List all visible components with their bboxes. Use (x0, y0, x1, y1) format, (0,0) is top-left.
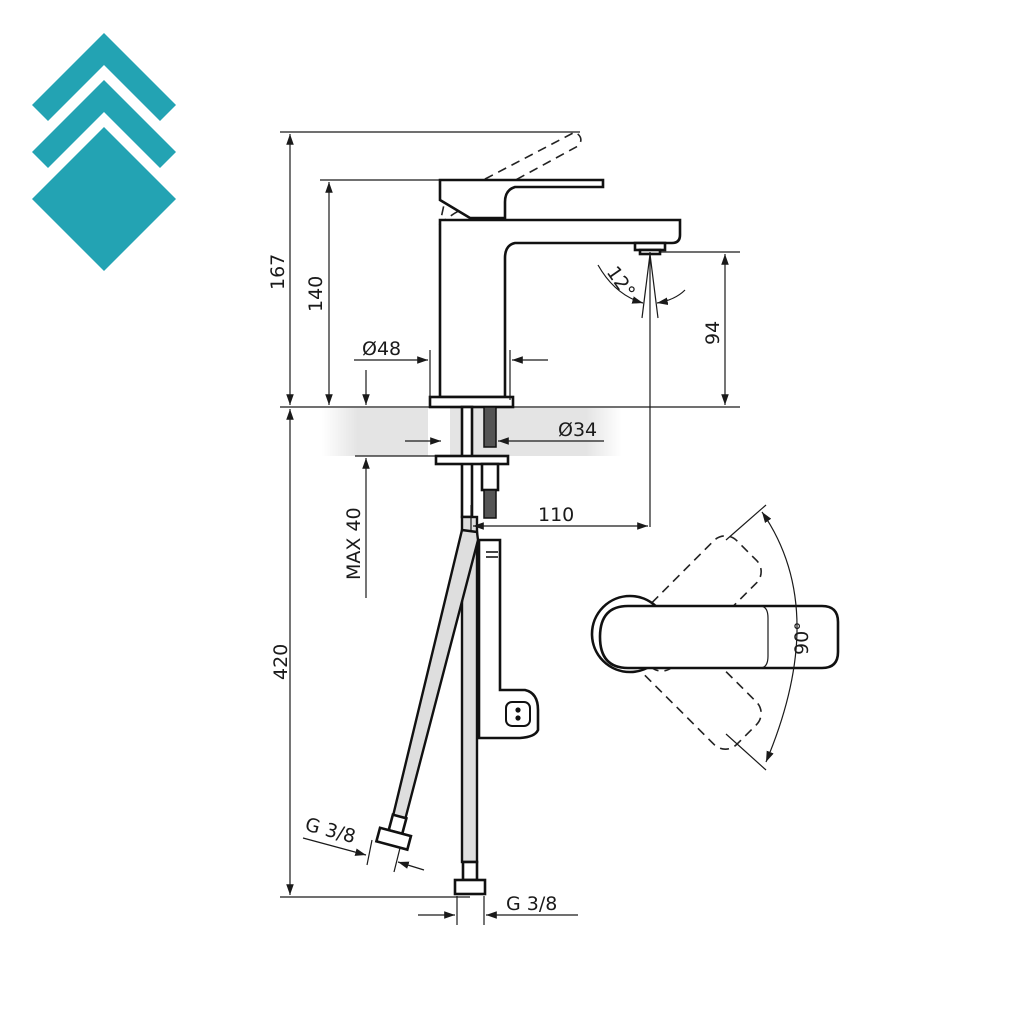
svg-text:G 3/8: G 3/8 (303, 814, 358, 849)
svg-text:420: 420 (270, 644, 292, 680)
handle-top-view: 90° (590, 504, 840, 771)
dimension-body-height: 140 (305, 182, 333, 405)
dimension-base-diameter: Ø48 (354, 338, 548, 400)
supply-hoses (374, 515, 540, 896)
flow-angle-label: 12° (602, 262, 639, 302)
dimension-hose-thread-right: G 3/8 (418, 893, 578, 925)
dimension-max-countertop: MAX 40 (343, 370, 370, 598)
flow-angle-indicator: 12° (597, 252, 686, 527)
brand-logo-icon (32, 33, 176, 271)
svg-text:110: 110 (538, 504, 574, 526)
dimension-spout-height: 94 (702, 254, 729, 405)
svg-text:Ø48: Ø48 (362, 338, 401, 360)
dimension-spout-reach: 110 (470, 504, 648, 530)
dimension-total-height: 167 (267, 134, 294, 405)
svg-text:G 3/8: G 3/8 (506, 893, 557, 915)
svg-text:Ø34: Ø34 (558, 419, 597, 441)
dimension-hose-length: 420 (270, 409, 294, 895)
svg-text:167: 167 (267, 254, 289, 290)
svg-text:90°: 90° (791, 621, 813, 655)
svg-text:140: 140 (305, 276, 327, 312)
faucet-body (428, 131, 682, 409)
mounting-assembly (434, 405, 510, 519)
dimension-hole-diameter: Ø34 (405, 419, 604, 445)
svg-text:94: 94 (702, 321, 724, 345)
svg-text:MAX 40: MAX 40 (343, 507, 365, 580)
